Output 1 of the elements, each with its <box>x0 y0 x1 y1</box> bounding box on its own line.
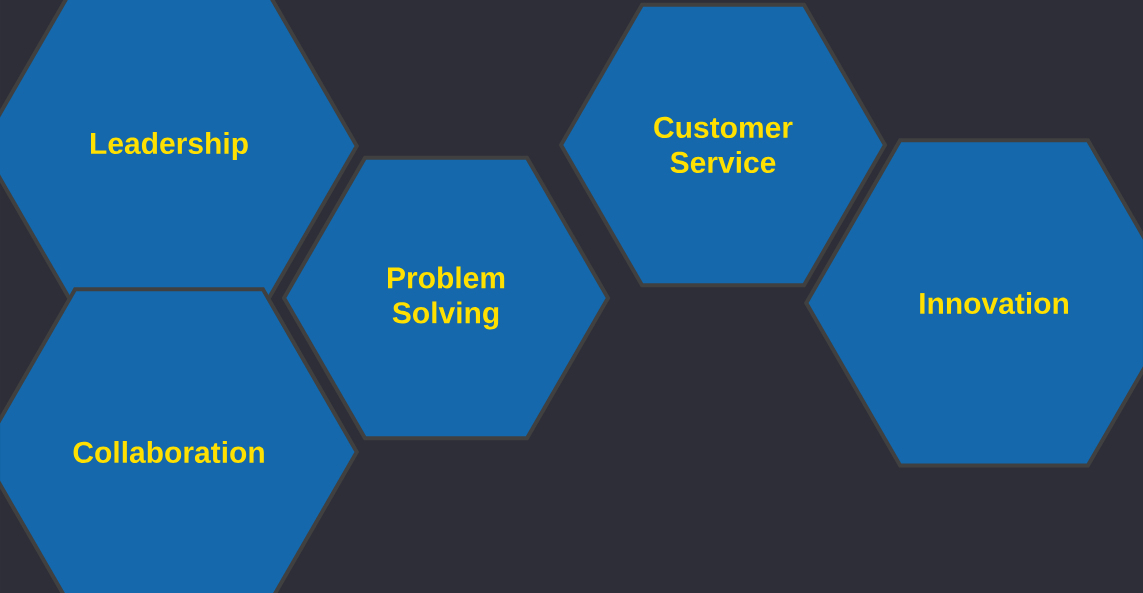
hexagon: Innovation <box>803 138 1143 468</box>
